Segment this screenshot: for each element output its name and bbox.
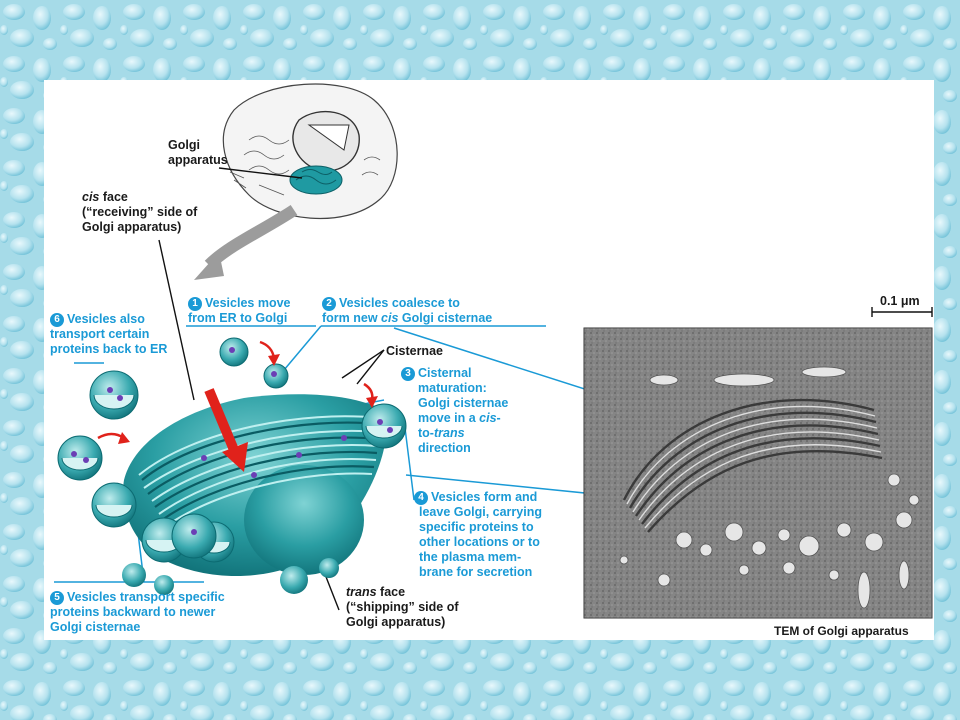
trans-line-2: (“shipping” side of	[346, 600, 459, 614]
cis-to-trans-arrow	[204, 388, 248, 472]
step-5-line-3: Golgi cisternae	[50, 620, 141, 634]
step-6-line-3: proteins back to ER	[50, 342, 168, 356]
step-6-line-1: Vesicles also	[67, 312, 145, 326]
step-5-line-2: proteins backward to newer	[50, 605, 216, 619]
step-4-line-1: Vesicles form and	[431, 490, 538, 504]
step-3-line-1: Cisternal	[418, 366, 472, 380]
trans-face-word: face	[376, 585, 406, 599]
step-4-line-5: the plasma mem-	[419, 550, 522, 564]
step-2-number: 2	[322, 297, 336, 311]
diagram-panel: Golgi apparatus cis face (“receiving” si…	[44, 80, 934, 640]
golgi-illustration	[54, 83, 933, 619]
golgi-top-line-1: Golgi	[168, 138, 200, 152]
step-5-number: 5	[50, 591, 64, 605]
step-3-number: 3	[401, 367, 415, 381]
cell-sketch	[222, 83, 398, 220]
step-3-line-2: maturation:	[418, 381, 487, 395]
step-2-line-1: Vesicles coalesce to	[339, 296, 460, 310]
step-5-line-1: Vesicles transport specific	[67, 590, 225, 604]
step-2-line-2c: Golgi cisternae	[398, 311, 493, 325]
step-1-line-1: Vesicles move	[205, 296, 291, 310]
step-3-line-4a: move in a	[418, 411, 480, 425]
cis-line-2: (“receiving” side of	[82, 205, 198, 219]
golgi-top-label: Golgi apparatus	[168, 138, 228, 168]
step-3-trans: trans	[433, 426, 465, 440]
step-3-cis: cis	[479, 411, 497, 425]
cis-word: cis	[82, 190, 100, 204]
trans-face-label: trans face (“shipping” side of Golgi app…	[346, 585, 459, 630]
step-3-dash: -	[496, 411, 501, 425]
step-2-cis: cis	[381, 311, 399, 325]
step-1-line-2: from ER to Golgi	[188, 311, 288, 325]
tem-caption: TEM of Golgi apparatus	[774, 624, 909, 638]
trans-line-3: Golgi apparatus)	[346, 615, 446, 629]
cisternae-label: Cisternae	[386, 344, 443, 358]
step-4-line-6: brane for secretion	[419, 565, 533, 579]
golgi-top-line-2: apparatus	[168, 153, 228, 167]
trans-word: trans	[346, 585, 377, 599]
cis-line-3: Golgi apparatus)	[82, 220, 182, 234]
golgi-stack	[91, 394, 387, 595]
step-4-line-2: leave Golgi, carrying	[419, 505, 542, 519]
cis-face-word: face	[99, 190, 128, 204]
tem-micrograph	[583, 327, 933, 619]
step-3-line-6: direction	[418, 441, 471, 455]
step-4-number: 4	[414, 491, 428, 505]
scale-bar-label: 0.1 μm	[880, 294, 920, 308]
step-6-line-2: transport certain	[50, 327, 150, 341]
step-4-line-4: other locations or to	[419, 535, 540, 549]
step-3-line-3: Golgi cisternae	[418, 396, 509, 410]
step-1-number: 1	[188, 297, 202, 311]
step-2-line-2a: form new	[322, 311, 382, 325]
step-4-line-3: specific proteins to	[419, 520, 534, 534]
cis-face-label: cis face (“receiving” side of Golgi appa…	[82, 190, 197, 235]
free-vesicles	[57, 337, 407, 559]
step-6-number: 6	[50, 313, 64, 327]
step-3-line-5a: to-	[418, 426, 434, 440]
